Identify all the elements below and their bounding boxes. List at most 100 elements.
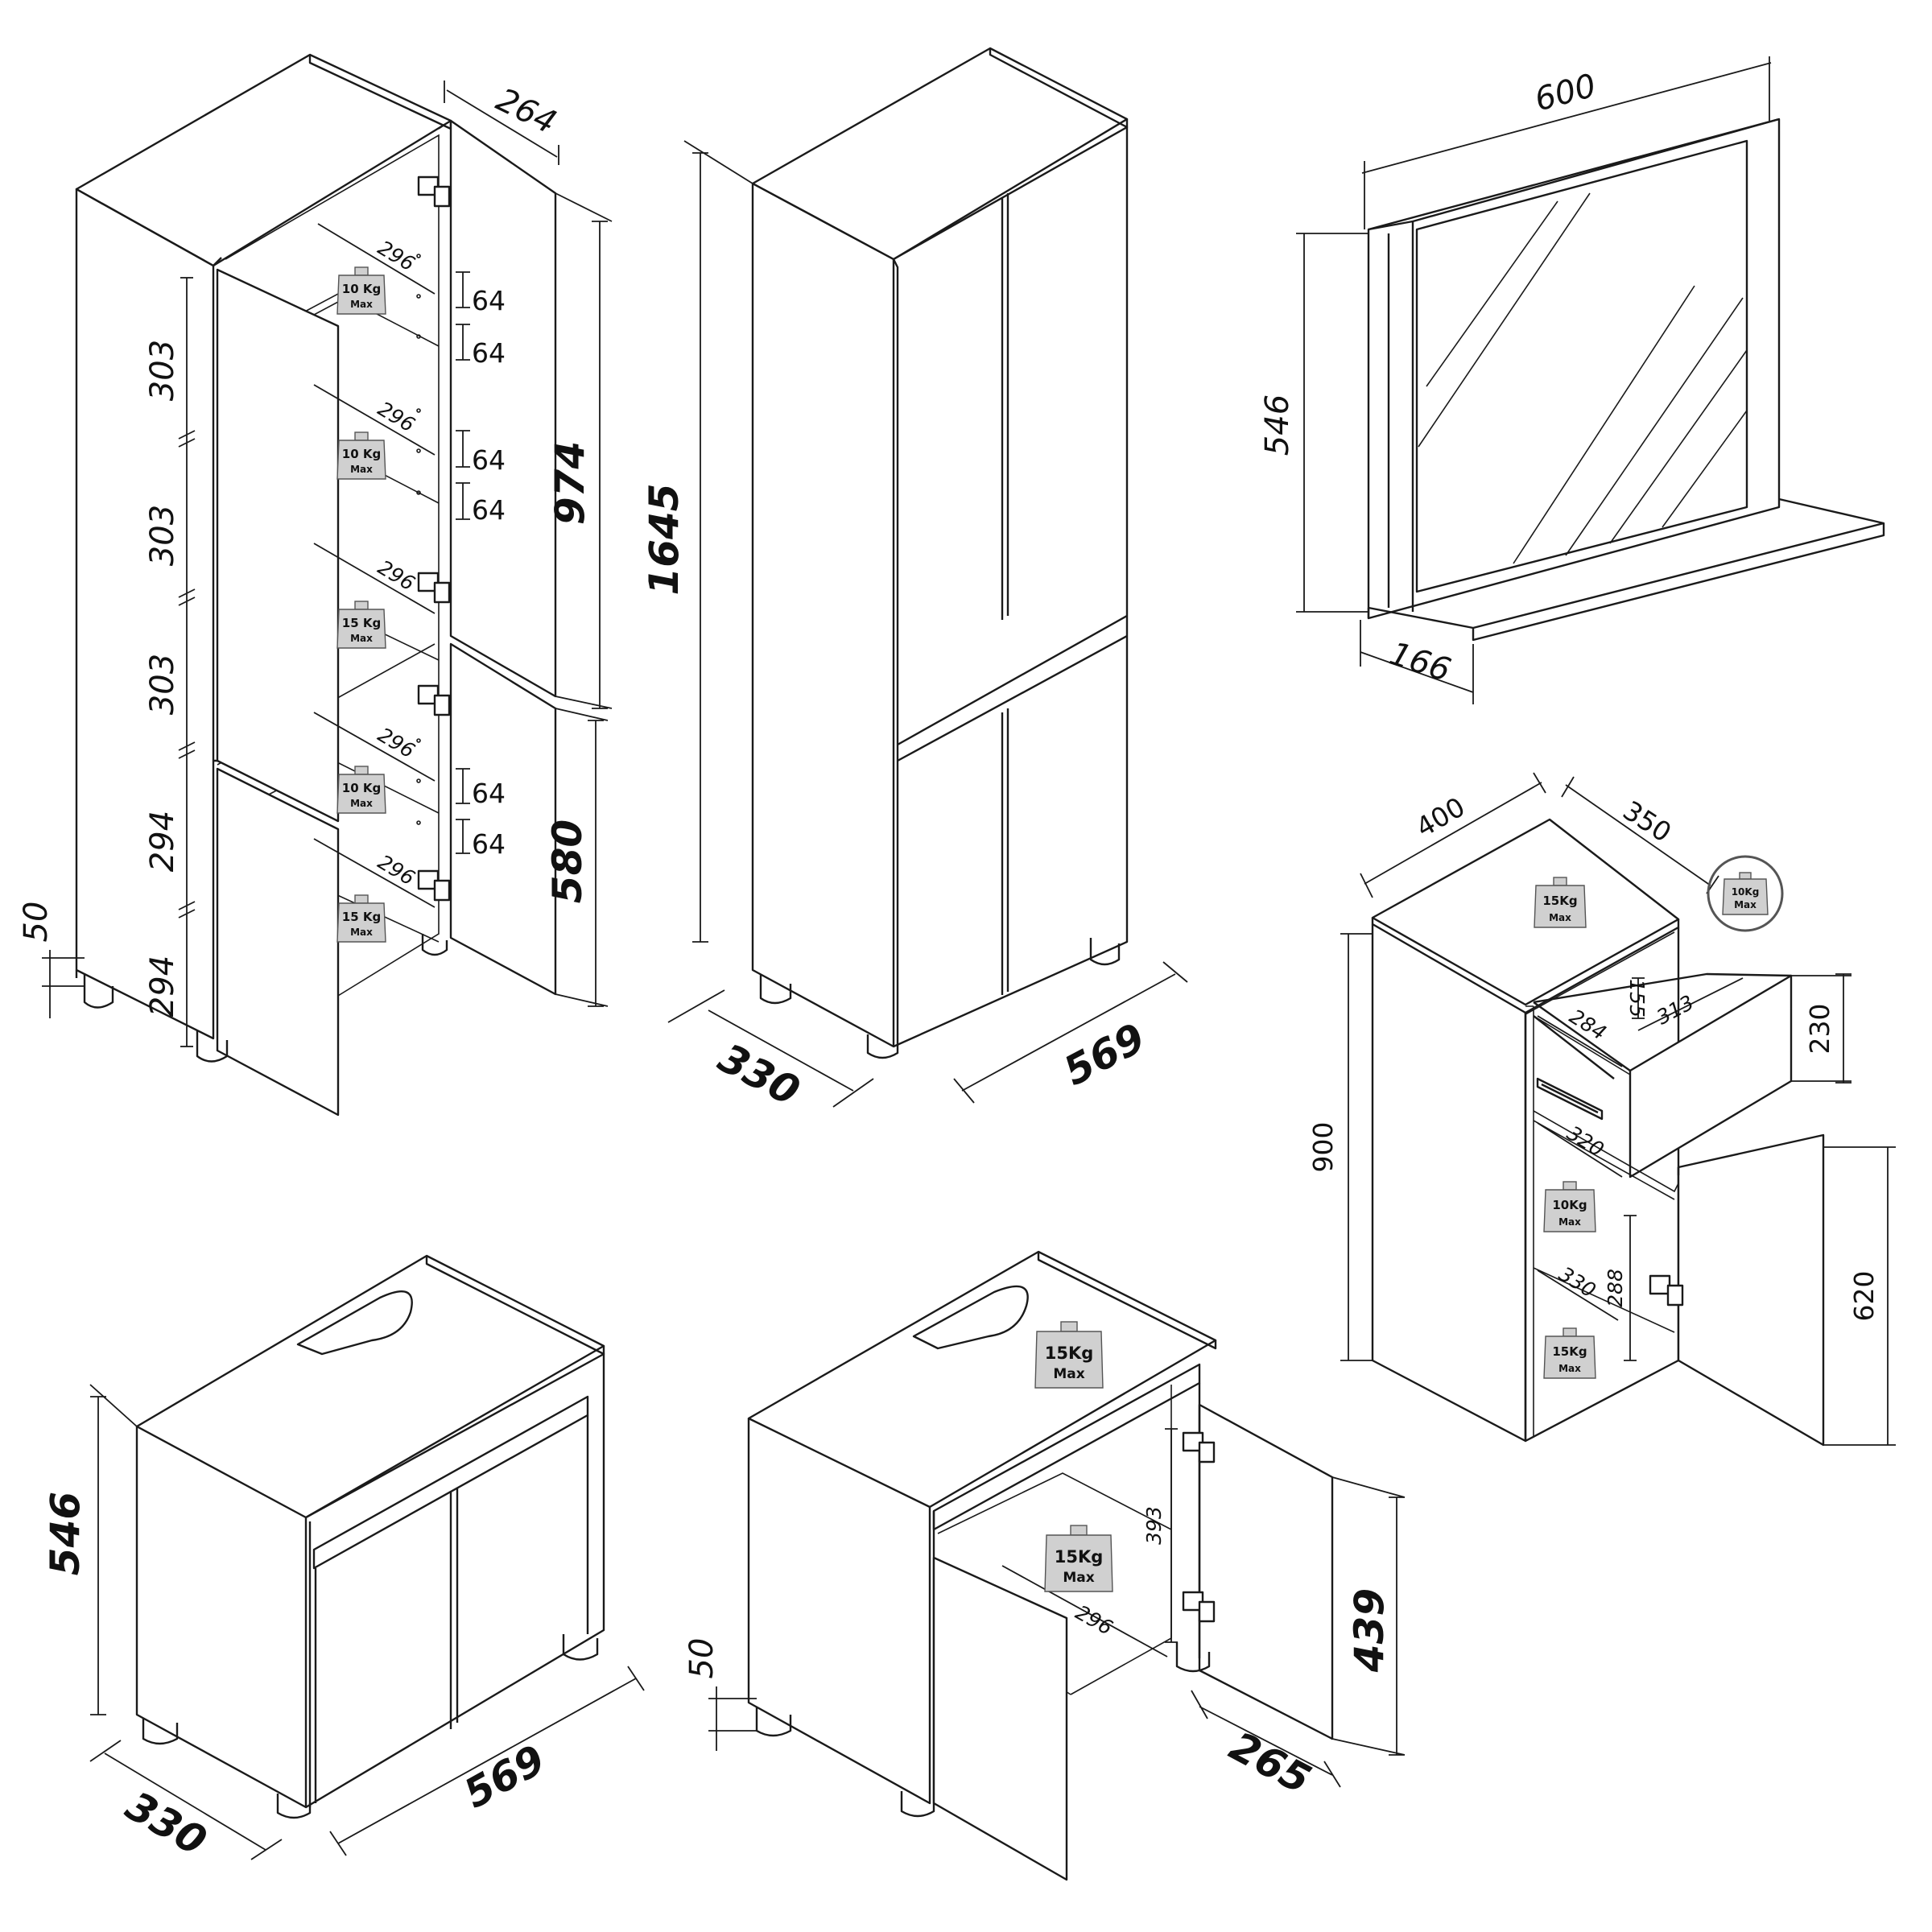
dim-top-depth: 264: [490, 81, 562, 142]
vanity-foot-left: [142, 1719, 179, 1745]
dim-line-vanity-569: [329, 1666, 645, 1856]
open-vanity-rail: [932, 1363, 1201, 1531]
cabinet-top-edge: [308, 55, 452, 130]
weight-icon: 15Kg Max: [1044, 1525, 1113, 1592]
dim-upper-door: 974: [547, 441, 593, 525]
svg-text:Max: Max: [1549, 912, 1571, 923]
vanity-open-view: 393 296 50 439 265 15Kg Max 15Kg Max: [683, 1250, 1406, 1881]
vanity-closed-view: 546 330 569: [42, 1254, 645, 1864]
dim-line-439: [1331, 1476, 1406, 1756]
dim-line-974: [555, 192, 613, 709]
dim-drawer-width: 313: [1653, 990, 1698, 1029]
dim-line-vanity-296: [1001, 1565, 1168, 1657]
dim-line-284: [1537, 1015, 1623, 1067]
dim-lower-door: 580: [544, 819, 591, 903]
svg-text:15 Kg: 15 Kg: [342, 616, 381, 630]
weight-icon: 10 Kg Max: [336, 431, 386, 480]
svg-text:Max: Max: [350, 633, 373, 644]
foot-right: [421, 934, 448, 956]
dim-line-330: [667, 989, 874, 1108]
svg-text:15Kg: 15Kg: [1552, 1344, 1587, 1359]
left-door-upper: [216, 268, 340, 823]
vanity-front: [305, 1352, 605, 1809]
side-shelf-1: [1533, 1110, 1679, 1200]
dim-door-height-439: 439: [1346, 1588, 1393, 1673]
mirror-glass: [1415, 139, 1748, 593]
svg-text:10 Kg: 10 Kg: [342, 781, 381, 795]
dim-line-400: [1360, 772, 1546, 898]
hinge-icon: [417, 175, 451, 208]
dim-foot-height: 50: [18, 902, 55, 943]
weight-icon: 15Kg Max: [1543, 1327, 1596, 1379]
vanity-top: [135, 1254, 605, 1519]
svg-text:296: 296: [374, 723, 419, 762]
dim-vanity-width: 569: [456, 1736, 552, 1817]
hinge-icon: [1649, 1274, 1684, 1307]
svg-text:303: 303: [144, 654, 181, 715]
weight-icon: 10Kg Max: [1707, 855, 1784, 932]
dim-side-depth: 350: [1617, 795, 1677, 848]
side-shelf-2: [1533, 1267, 1675, 1333]
dim-line-vanity-546: [89, 1384, 138, 1715]
svg-text:15Kg: 15Kg: [1542, 894, 1577, 908]
svg-text:296: 296: [374, 555, 419, 595]
svg-text:Max: Max: [1558, 1363, 1581, 1374]
dim-line-155: [1632, 977, 1645, 1019]
dim-line-546: [1296, 233, 1368, 613]
hinge-icon: [1182, 1591, 1216, 1623]
open-vanity-left-door: [932, 1556, 1068, 1881]
weight-icon: 10 Kg Max: [336, 766, 386, 814]
svg-text:296: 296: [374, 397, 419, 436]
weight-icon: 10 Kg Max: [336, 266, 386, 315]
side-cabinet-view: 400 350 900 155 284 313 230 320 330 288 …: [1307, 772, 1896, 1447]
drawer-box: [1533, 972, 1792, 1080]
svg-text:303: 303: [144, 340, 181, 401]
svg-text:64: 64: [472, 285, 506, 316]
svg-text:303: 303: [144, 505, 181, 566]
weight-icon: 15Kg Max: [1034, 1321, 1104, 1389]
vanity-foot-right: [562, 1634, 599, 1661]
dim-line-166: [1360, 620, 1474, 704]
svg-text:Max: Max: [1734, 899, 1757, 910]
open-vanity-side: [747, 1418, 931, 1805]
svg-text:Max: Max: [350, 798, 373, 809]
foot-front: [196, 1030, 229, 1063]
dim-line-393: [1165, 1428, 1178, 1643]
dim-mirror-height: 546: [1259, 394, 1296, 456]
right-door-upper: [449, 119, 557, 698]
svg-text:64: 64: [472, 494, 506, 526]
hinge-icon: [1182, 1431, 1216, 1463]
weight-icon: 15Kg Max: [1534, 877, 1587, 928]
dim-line-side-330: [1537, 1269, 1619, 1321]
dim-line-1645: [683, 140, 753, 943]
dim-side-width: 400: [1410, 791, 1470, 843]
dim-line-288: [1624, 1215, 1637, 1361]
foot-left: [83, 974, 114, 1009]
svg-text:15Kg: 15Kg: [1055, 1547, 1104, 1567]
drawer-slide: [1536, 1077, 1604, 1121]
tall-cabinet-open-view: 264 296 296 296 296 296 64 64 64 64 64 6…: [18, 53, 613, 1117]
svg-text:64: 64: [472, 778, 506, 809]
dim-inner-height: 393: [1142, 1506, 1166, 1545]
open-vanity-right-door: [1198, 1403, 1334, 1740]
closed-foot-front: [866, 1034, 899, 1059]
sink-cutout-icon: [912, 1285, 1029, 1350]
dim-depth: 330: [711, 1034, 807, 1115]
dim-vanity-height: 546: [42, 1492, 89, 1575]
dim-line-900: [1340, 933, 1373, 1361]
closed-cabinet-front: [893, 126, 1129, 1048]
dim-shelf-width: 320: [1563, 1121, 1608, 1162]
svg-text:Max: Max: [350, 299, 373, 310]
tall-cabinet-closed-view: 1645 330 569: [641, 47, 1188, 1115]
dim-compartment: 288: [1604, 1269, 1627, 1307]
svg-text:15Kg: 15Kg: [1045, 1344, 1094, 1363]
side-cabinet-left: [1371, 924, 1527, 1443]
open-vanity-top: [747, 1250, 1217, 1509]
svg-text:296: 296: [374, 236, 419, 275]
dim-line-580: [555, 708, 609, 1007]
mirror-frame: [1367, 118, 1781, 620]
svg-text:Max: Max: [350, 927, 373, 938]
weight-icon: 10Kg Max: [1543, 1181, 1596, 1232]
mirror-reflection-lines: [1418, 192, 1748, 564]
dim-lower-shelf: 330: [1555, 1262, 1600, 1302]
